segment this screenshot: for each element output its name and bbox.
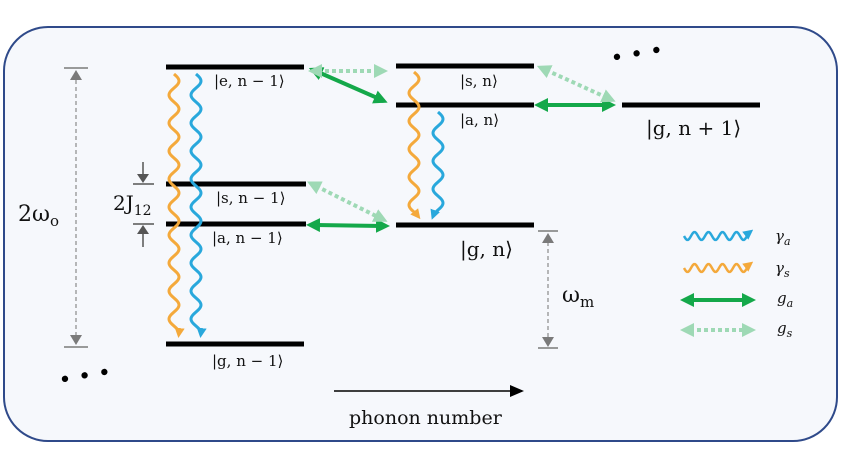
legend-gamma-s-label: γs bbox=[775, 259, 790, 280]
label-g-n-minus-1: |g, n − 1⟩ bbox=[212, 352, 283, 370]
gamma-s-decay-e-to-g bbox=[167, 72, 185, 338]
legend-gamma-s-swatch bbox=[682, 261, 754, 274]
label-g-n: |g, n⟩ bbox=[460, 237, 513, 262]
g-s-coupling-s-to-g-n bbox=[307, 181, 388, 222]
gamma-a-decay-a-to-g bbox=[430, 110, 445, 220]
j12-label: 2J12 bbox=[113, 191, 152, 219]
label-s-n: |s, n⟩ bbox=[460, 72, 498, 90]
gamma-s-decay-s-to-g bbox=[407, 70, 421, 220]
phonon-axis-label: phonon number bbox=[349, 407, 503, 429]
label-e-n-minus-1: |e, n − 1⟩ bbox=[214, 72, 285, 90]
energy-levels bbox=[166, 63, 760, 347]
g-a-coupling-a-to-g-n bbox=[306, 218, 390, 233]
omega-m-label: ωm bbox=[562, 283, 594, 311]
g-s-coupling-sn-to-g-n-plus-1 bbox=[536, 65, 616, 103]
omega-m-dimension bbox=[538, 230, 558, 349]
omega-o-label: 2ωo bbox=[18, 202, 59, 230]
omega-o-dimension bbox=[64, 67, 88, 348]
legend-g-s-label: gs bbox=[777, 319, 793, 340]
gamma-a-decay-e-to-g bbox=[189, 72, 207, 338]
decay-arrows bbox=[167, 70, 445, 338]
legend-gamma-a-label: γa bbox=[775, 227, 791, 248]
label-a-n: |a, n⟩ bbox=[460, 111, 499, 129]
label-a-n-minus-1: |a, n − 1⟩ bbox=[212, 229, 283, 247]
label-s-n-minus-1: |s, n − 1⟩ bbox=[216, 189, 285, 207]
legend-g-a-label: ga bbox=[777, 289, 793, 310]
diagram-frame bbox=[3, 26, 838, 442]
legend: γa γs ga gs bbox=[680, 227, 793, 340]
coupling-arrows bbox=[306, 64, 616, 233]
label-g-n-plus-1: |g, n + 1⟩ bbox=[646, 116, 741, 141]
legend-gamma-a-swatch bbox=[682, 229, 754, 242]
j12-dimension bbox=[133, 162, 154, 247]
